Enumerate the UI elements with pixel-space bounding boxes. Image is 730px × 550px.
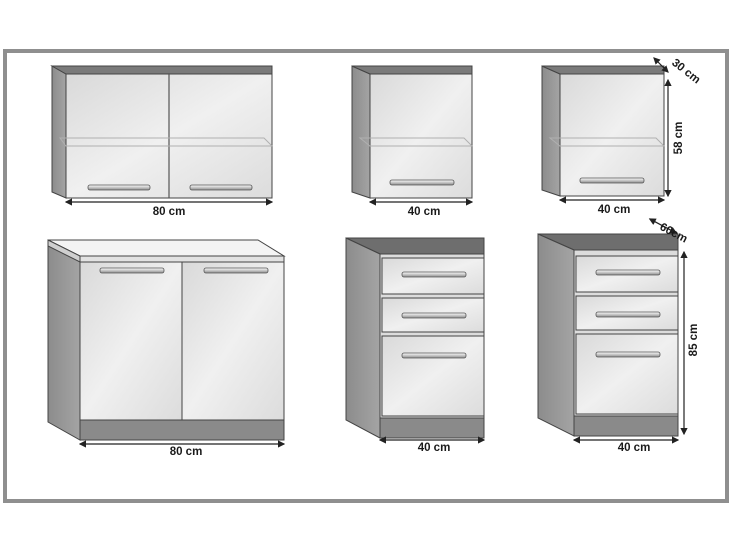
door-handle [203,267,269,274]
door-handle [99,267,165,274]
door-handle [87,184,151,191]
door-handle [579,177,645,184]
width-label: 40 cm [598,204,631,216]
depth-dimension-arrow [648,218,678,234]
drawer-cabinet-40-dims: 40 cm 85 cm 60cm [537,218,700,454]
plinth [573,415,679,437]
drawer-handle [401,352,467,359]
cabinet-door [181,261,285,421]
width-label: 40 cm [408,206,441,218]
worktop [47,239,286,257]
drawer-handle [595,351,661,358]
door-handle [189,184,253,191]
plinth [79,419,285,441]
drawer-handle [595,311,661,318]
wall-cabinet-80: 80 cm [50,65,274,218]
width-label: 80 cm [170,446,203,458]
height-label: 85 cm [688,324,700,357]
plinth [379,417,485,439]
depth-dimension-arrow [653,57,669,73]
drawer-front [575,333,679,415]
base-cabinet-80: 80 cm [47,239,286,458]
cabinet-door [79,261,183,421]
drawer-front [381,335,485,417]
width-label: 40 cm [418,442,451,454]
width-label: 40 cm [618,442,651,454]
drawer-handle [401,271,467,278]
wall-cabinet-40: 40 cm [351,65,474,218]
drawer-handle [595,269,661,276]
drawer-handle [401,312,467,319]
height-label: 58 cm [673,122,685,155]
door-handle [389,179,455,186]
drawer-cabinet-40: 40 cm [345,237,486,454]
depth-label: 30 cm [669,57,702,87]
width-label: 80 cm [153,206,186,218]
wall-cabinet-40-dims: 40 cm 58 cm 30 cm [541,57,702,216]
